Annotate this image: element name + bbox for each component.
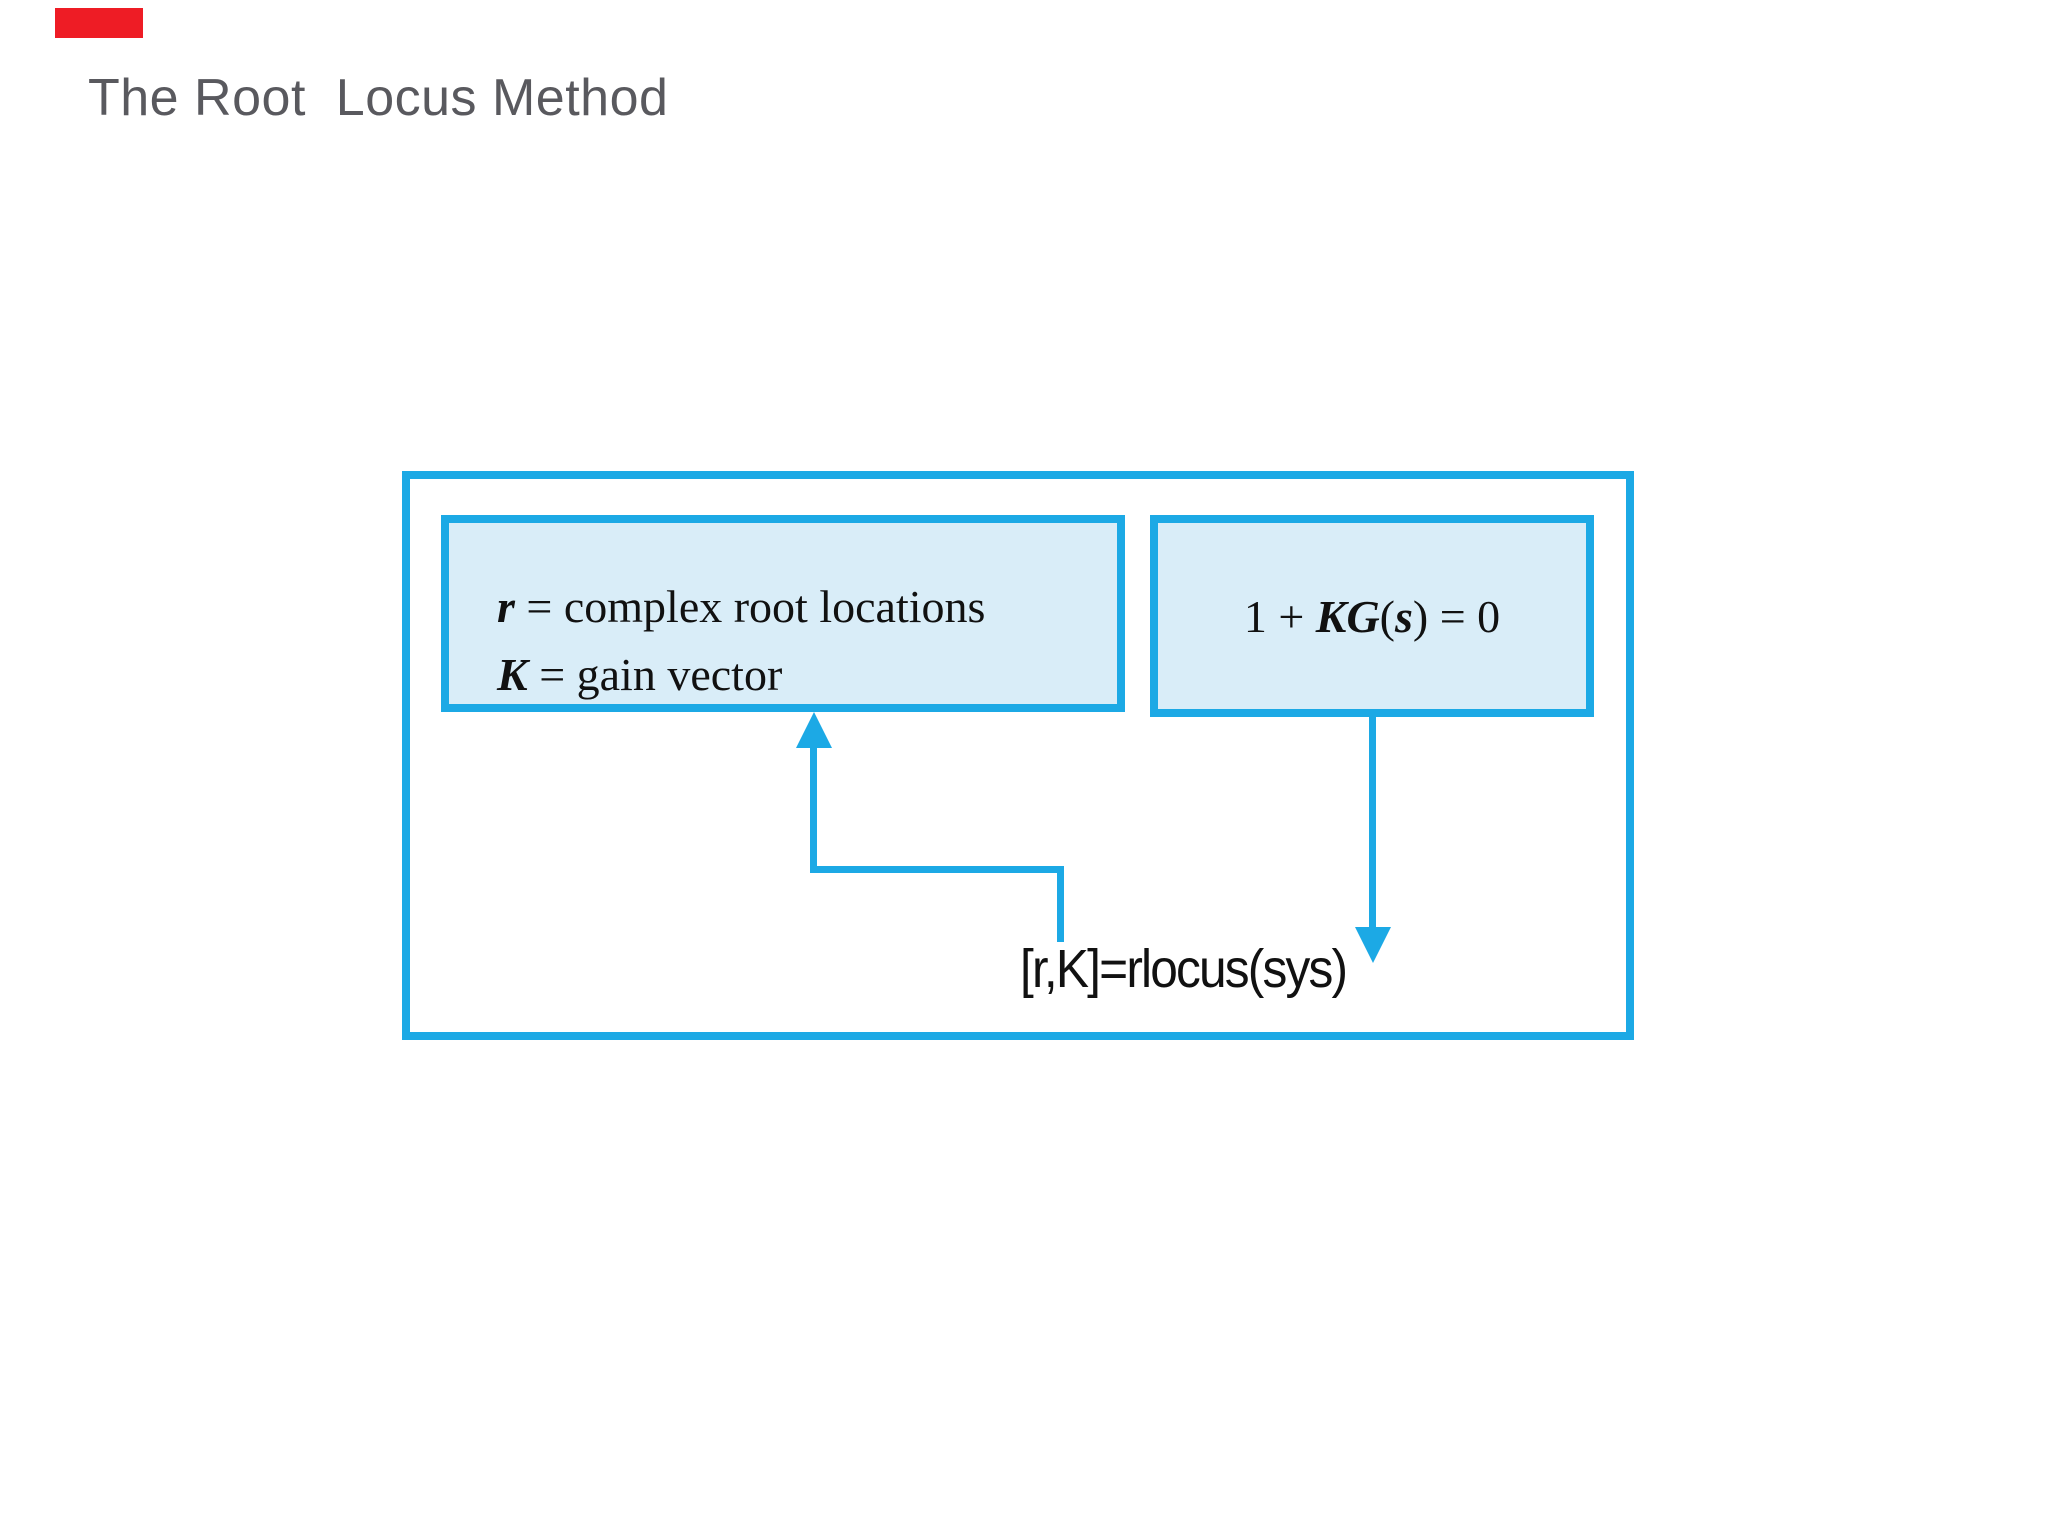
eq-part-1: 1 + <box>1243 590 1316 642</box>
var-r: r <box>497 581 515 632</box>
down-arrow-vertical-segment <box>1369 715 1376 929</box>
eq-part-s: s <box>1395 590 1413 642</box>
down-arrowhead-icon <box>1355 927 1391 963</box>
elbow-vertical-segment <box>1057 866 1064 942</box>
definition-line-r: r = complex root locations <box>497 573 1107 641</box>
up-arrowhead-icon <box>796 712 832 748</box>
characteristic-equation: 1 + KG(s) = 0 <box>1244 590 1500 643</box>
definition-r-text: = complex root locations <box>514 581 986 632</box>
root-gain-definitions-box: r = complex root locations K = gain vect… <box>441 515 1125 712</box>
eq-part-open-paren: ( <box>1379 590 1395 642</box>
slide-title: The Root Locus Method <box>88 69 669 127</box>
red-marker <box>55 8 143 38</box>
elbow-horizontal-segment <box>810 866 1064 873</box>
definition-k-text: = gain vector <box>527 649 783 700</box>
eq-part-kg: KG <box>1315 590 1380 642</box>
rlocus-command-text: [r,K]=rlocus(sys) <box>1020 939 1348 999</box>
eq-part-end: ) = 0 <box>1412 590 1501 642</box>
up-arrow-vertical-segment <box>810 744 817 873</box>
var-k: K <box>497 649 528 700</box>
definitions-text: r = complex root locations K = gain vect… <box>497 573 1107 709</box>
characteristic-equation-box: 1 + KG(s) = 0 <box>1150 515 1594 717</box>
definition-line-k: K = gain vector <box>497 641 1107 709</box>
